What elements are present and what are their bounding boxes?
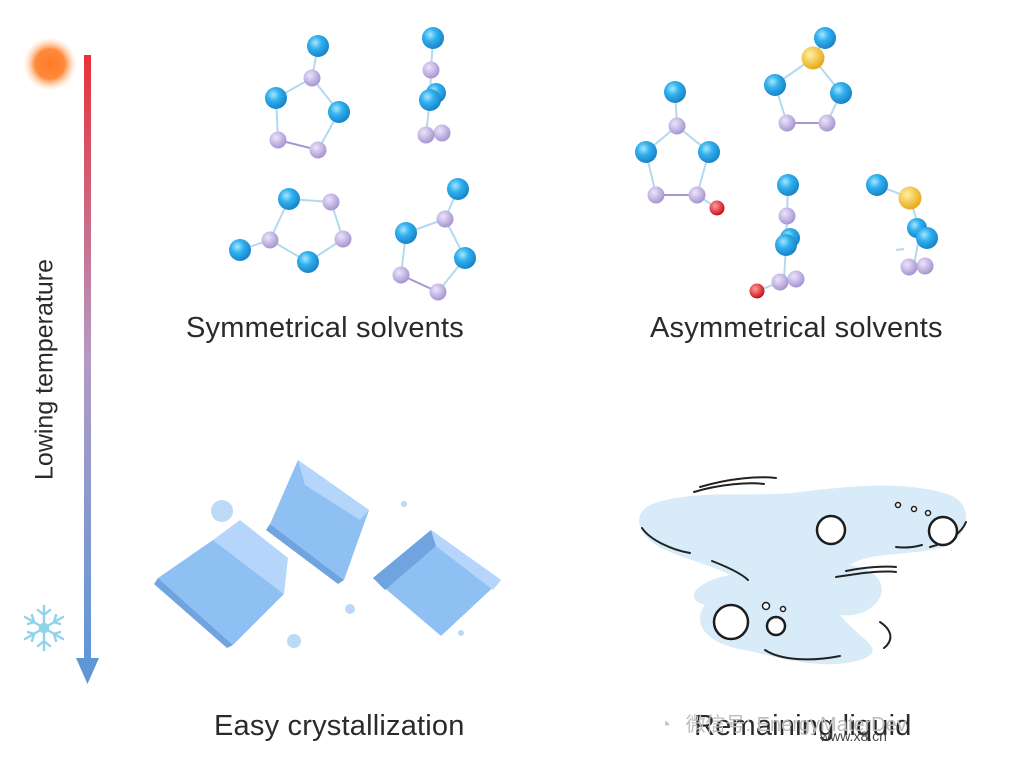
watermark: ◔ 微信号: EnergyMaterDev (650, 708, 907, 737)
molecule-asym-1 (635, 81, 725, 216)
molecule-sym-2 (417, 27, 451, 144)
watermark-url: www.x8.cn (820, 728, 887, 744)
crystal-cube-3 (373, 530, 501, 636)
symmetrical-solvents-label: Symmetrical solvents (186, 312, 464, 344)
temperature-arrow (76, 55, 99, 684)
symmetrical-molecules (229, 27, 476, 301)
molecule-sym-4 (392, 178, 476, 301)
easy-crystallization-label: Easy crystallization (214, 710, 465, 742)
watermark-text: 微信号: EnergyMaterDev (685, 714, 907, 736)
asymmetrical-molecules (635, 27, 938, 299)
wechat-icon: ◔ (658, 714, 672, 736)
molecule-sym-1 (265, 35, 350, 159)
molecule-sym-3 (229, 188, 352, 273)
molecule-asym-3 (749, 174, 805, 299)
molecule-asym-4 (866, 174, 938, 276)
crystal-cube-1 (154, 520, 288, 648)
asymmetrical-solvents-label: Asymmetrical solvents (650, 312, 943, 344)
remaining-liquid-label: Remaining liquid (694, 710, 912, 742)
liquid-puddle (639, 476, 967, 665)
crystal-cube-2 (266, 460, 369, 584)
crystals (154, 460, 501, 648)
snowflake-icon (23, 604, 65, 652)
temperature-axis-label: Lowing temperature (30, 259, 59, 480)
molecule-asym-2 (764, 27, 852, 132)
sun-icon (23, 37, 77, 91)
